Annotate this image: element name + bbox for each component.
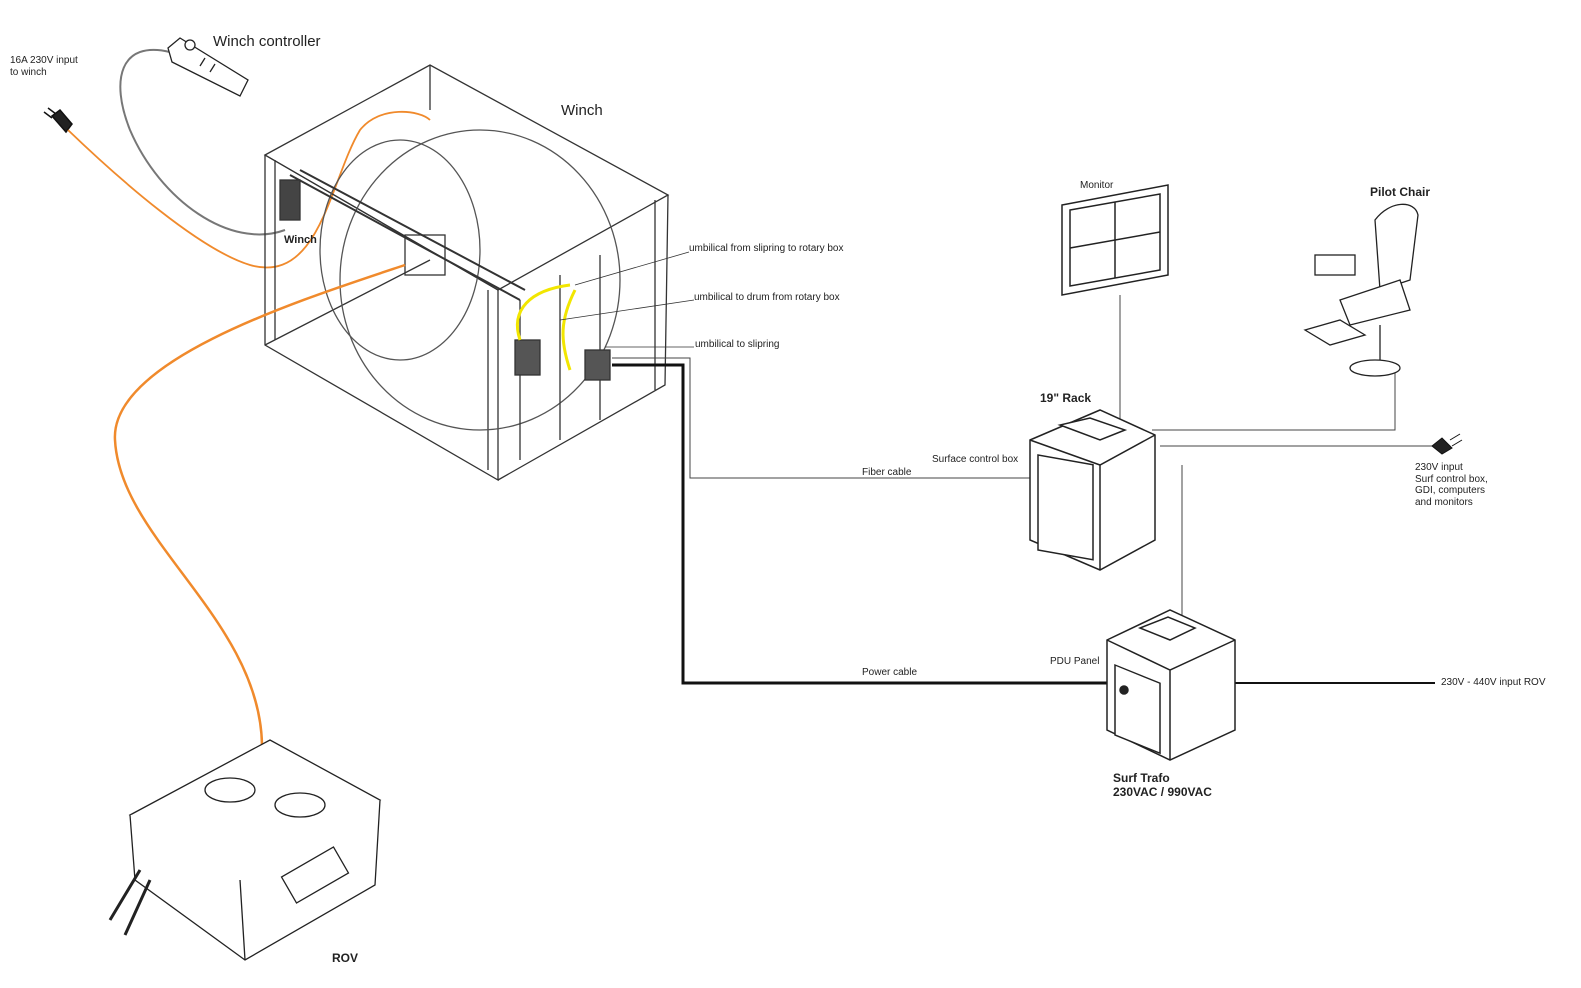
- winch-frame: [263, 64, 670, 482]
- surf-trafo-label: Surf Trafo 230VAC / 990VAC: [1113, 771, 1212, 799]
- monitor-label: Monitor: [1080, 180, 1114, 191]
- slipring-umbilical: [515, 283, 577, 371]
- winch-label: Winch: [561, 102, 603, 119]
- chair-cable: [1152, 372, 1396, 431]
- power-cable: [612, 363, 1112, 685]
- rov-label: ROV: [332, 951, 359, 965]
- umbilical-slipring-label: umbilical to slipring: [695, 339, 780, 350]
- monitor-icon: [1061, 184, 1169, 296]
- umbilical-drum-rotary-label: umbilical to drum from rotary box: [694, 292, 840, 303]
- winch-input-label: 16A 230V input to winch: [10, 55, 78, 78]
- winch-small-label: Winch: [284, 234, 317, 246]
- pilot-chair-label: Pilot Chair: [1370, 185, 1431, 199]
- pilot-chair-icon: [1303, 203, 1419, 377]
- fiber-cable-label: Fiber cable: [862, 467, 912, 478]
- power-cable-label: Power cable: [862, 667, 918, 678]
- controller-cable: [119, 49, 286, 236]
- rov-icon: [108, 739, 382, 961]
- plug-icon: [1431, 433, 1463, 455]
- winch-controller-icon: [167, 37, 249, 97]
- surf-trafo-icon: [1106, 609, 1236, 761]
- rack-label: 19" Rack: [1040, 391, 1092, 405]
- plug-icon: [43, 107, 73, 134]
- umbilical-slipring-rotary-label: umbilical from slipring to rotary box: [689, 243, 844, 254]
- rov-umbilical: [113, 263, 406, 746]
- fiber-cable: [612, 357, 1035, 479]
- surface-input-label: 230V input Surf control box, GDI, comput…: [1415, 462, 1488, 508]
- rack-icon: [1029, 409, 1156, 571]
- rov-input-label: 230V - 440V input ROV: [1441, 677, 1546, 688]
- pdu-panel-label: PDU Panel: [1050, 656, 1100, 667]
- winch-controller-label: Winch controller: [213, 33, 321, 50]
- surface-control-box-label: Surface control box: [932, 454, 1019, 465]
- leader-lines: [559, 251, 695, 348]
- winch-power-cable: [67, 110, 431, 269]
